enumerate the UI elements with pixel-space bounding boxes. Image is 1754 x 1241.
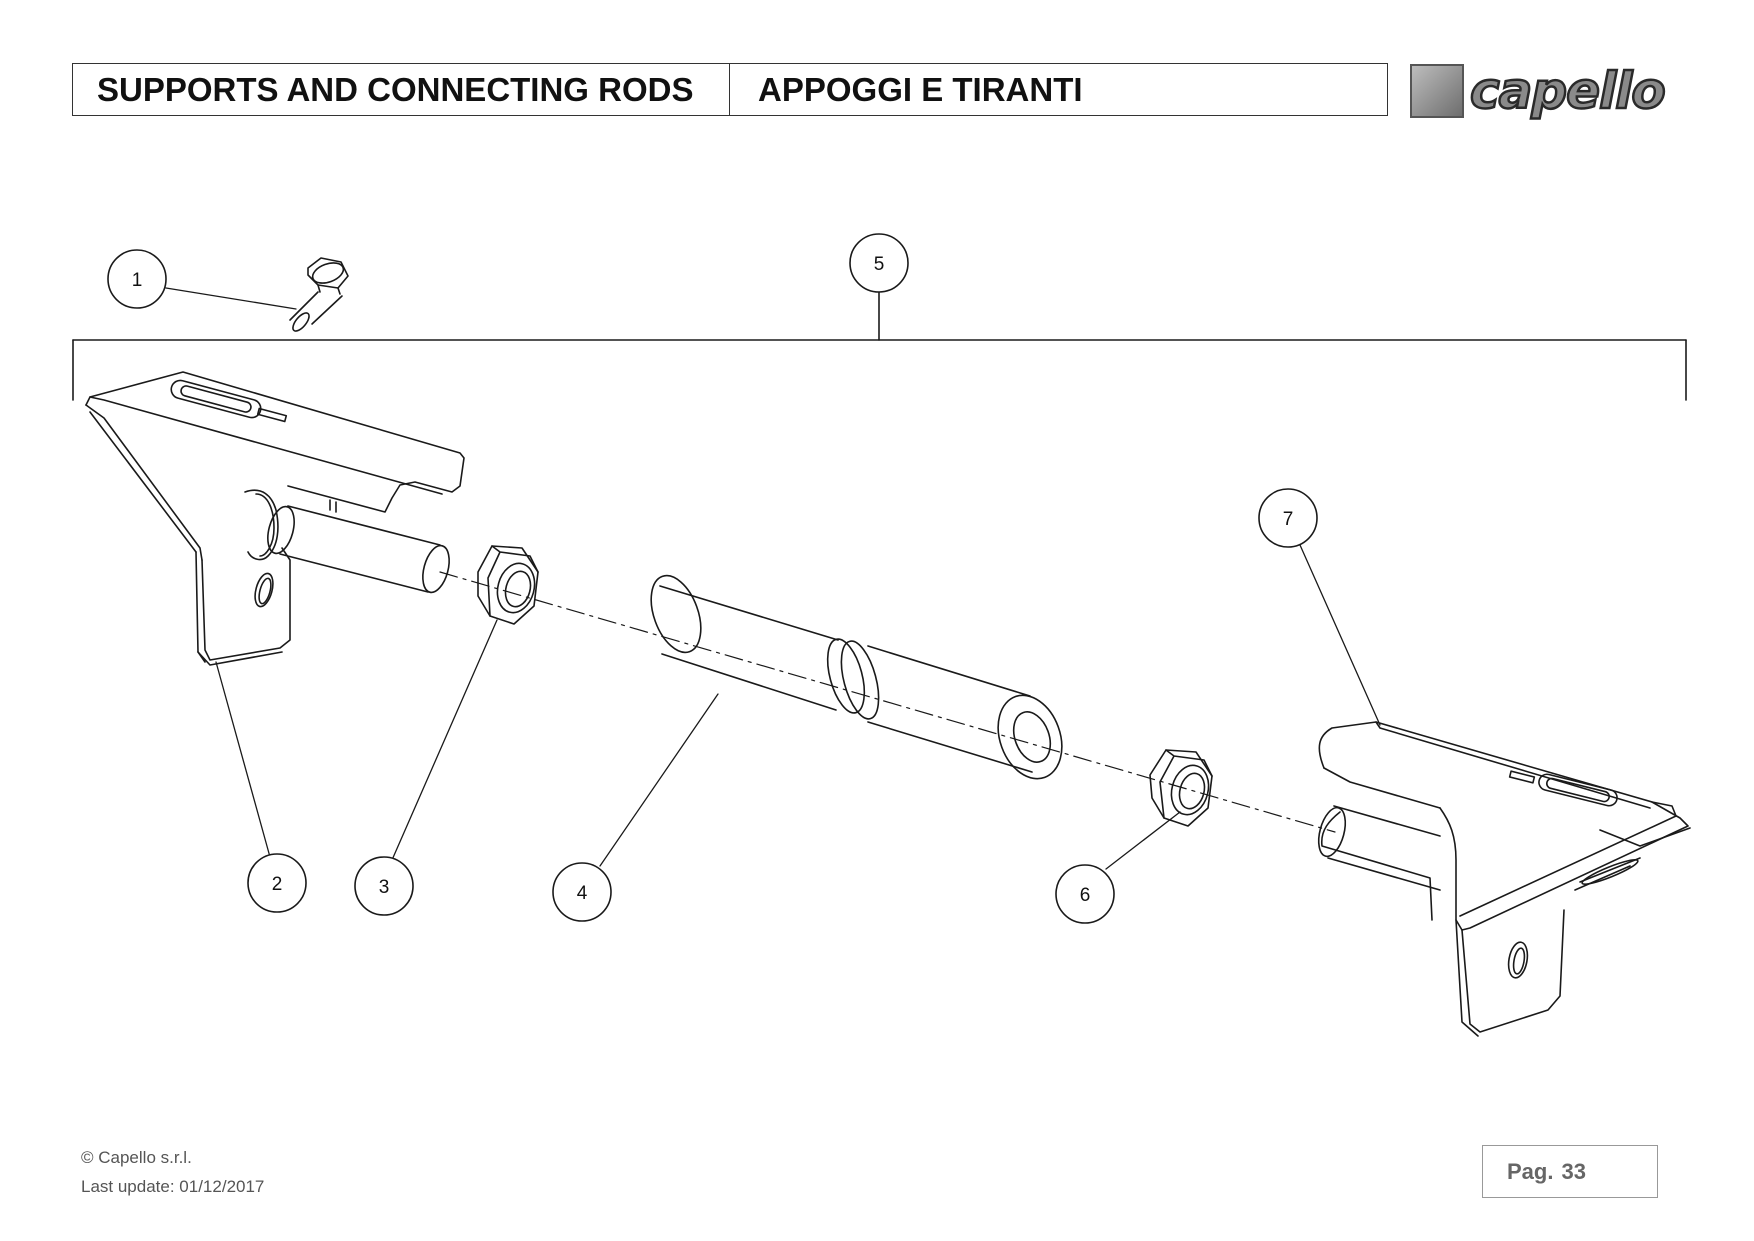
page-label: Pag. [1507, 1158, 1554, 1184]
svg-text:6: 6 [1080, 885, 1091, 906]
logo-wordmark: capello [1469, 62, 1667, 120]
svg-text:3: 3 [379, 877, 390, 898]
page-number-box: Pag. 33 [1482, 1145, 1658, 1198]
part-bolt [289, 257, 349, 332]
callout-3: 3 [354, 856, 414, 916]
svg-text:5: 5 [874, 254, 885, 275]
leader-lines [165, 287, 1381, 870]
centre-axis [439, 571, 1336, 833]
svg-text:1: 1 [132, 270, 143, 291]
callout-7: 7 [1258, 488, 1318, 548]
part-tube [650, 574, 1063, 780]
title-italian: APPOGGI E TIRANTI [758, 70, 1083, 108]
part-right-support [1317, 721, 1691, 1037]
capello-logo: capello [1410, 62, 1667, 120]
part-nut-right [1149, 749, 1213, 827]
svg-text:4: 4 [577, 883, 588, 904]
svg-text:7: 7 [1283, 509, 1294, 530]
callout-6: 6 [1055, 864, 1115, 924]
wheat-emblem-icon [1410, 64, 1464, 118]
part-left-support [85, 371, 465, 666]
last-update-text: Last update: 01/12/2017 [81, 1177, 265, 1196]
assembly-bracket [72, 291, 1687, 401]
callout-2: 2 [247, 853, 307, 913]
part-nut-left [477, 545, 539, 625]
page-number: 33 [1561, 1158, 1586, 1184]
callout-4: 4 [552, 862, 612, 922]
title-box: SUPPORTS AND CONNECTING RODS APPOGGI E T… [72, 63, 1388, 116]
copyright-text: © Capello s.r.l. [81, 1148, 192, 1167]
callout-1: 1 [107, 249, 167, 309]
callout-5: 5 [849, 233, 909, 293]
title-english: SUPPORTS AND CONNECTING RODS [73, 64, 730, 115]
svg-text:2: 2 [272, 874, 283, 895]
